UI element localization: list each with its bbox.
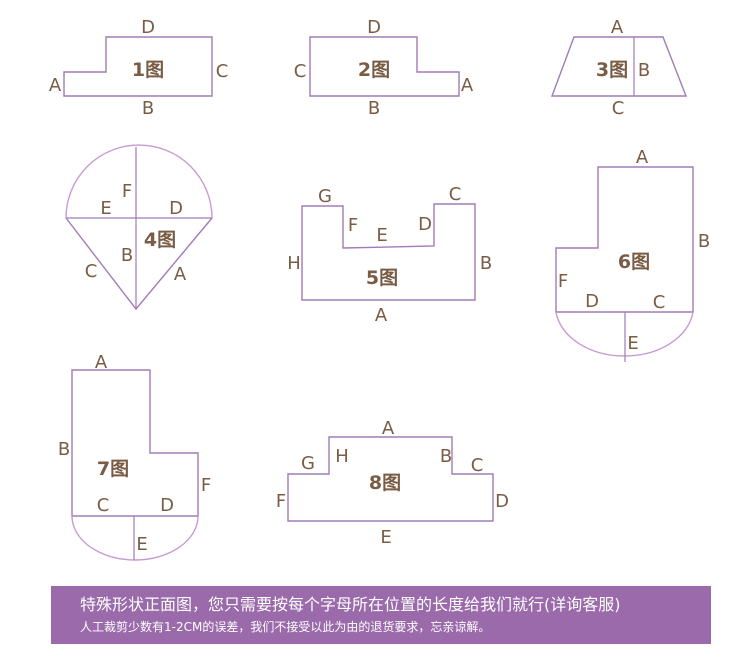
- figure-5-label-d: D: [418, 214, 432, 235]
- figure-7-label-e: E: [136, 534, 147, 555]
- figure-6: 6图 A B F D C E: [555, 147, 710, 362]
- figure-4-label-a: A: [174, 264, 187, 285]
- figure-3-title: 3图: [596, 59, 628, 81]
- figure-7-arc: [71, 515, 199, 561]
- figure-5-label-b: B: [480, 253, 492, 274]
- figure-5-label-c: C: [449, 184, 462, 205]
- figure-3-label-b: B: [638, 60, 650, 81]
- figure-8: 8图 A G H B C F D E: [276, 418, 509, 548]
- banner-disclaimer: 人工裁剪少数有1-2CM的误差，我们不接受以此为由的退货要求，忘亲谅解。: [80, 620, 491, 634]
- figure-7-label-d: D: [160, 495, 174, 516]
- figure-4-title: 4图: [144, 229, 176, 251]
- figure-8-label-h: H: [335, 446, 349, 467]
- figure-1: 1图 D A C B: [49, 17, 228, 119]
- figure-5-label-f: F: [348, 215, 358, 236]
- figure-7-label-f: F: [201, 475, 211, 496]
- figure-6-label-b: B: [698, 231, 710, 252]
- figure-7-label-b: B: [58, 439, 70, 460]
- figure-5-outline: [301, 203, 476, 301]
- figure-8-label-c: C: [471, 455, 484, 476]
- figure-2-outline: [309, 36, 460, 97]
- figure-7-outline: [71, 369, 199, 517]
- figure-5-label-h: H: [287, 253, 301, 274]
- figure-2: 2图 D C A B: [294, 17, 474, 119]
- figure-8-title: 8图: [369, 472, 401, 494]
- figure-8-outline: [287, 436, 494, 522]
- figure-3-label-c: C: [612, 98, 625, 119]
- figure-1-label-a: A: [49, 75, 62, 96]
- figure-6-title: 6图: [618, 251, 650, 273]
- figure-8-label-e: E: [380, 527, 391, 548]
- figure-5-label-e: E: [376, 225, 387, 246]
- figure-4-label-b: B: [121, 245, 133, 266]
- info-banner: 特殊形状正面图，您只需要按每个字母所在位置的长度给我们就行(详询客服) 人工裁剪…: [51, 586, 711, 644]
- figure-8-label-f: F: [276, 491, 286, 512]
- figure-8-label-a: A: [382, 418, 395, 439]
- banner-instruction: 特殊形状正面图，您只需要按每个字母所在位置的长度给我们就行(详询客服): [80, 595, 621, 614]
- figure-7-label-a: A: [95, 352, 108, 373]
- figure-2-label-a: A: [461, 75, 474, 96]
- figure-6-label-d: D: [585, 291, 599, 312]
- figure-1-label-d: D: [141, 17, 155, 38]
- figure-8-label-b: B: [440, 446, 452, 467]
- figure-7: 7图 A B F C D E: [58, 352, 211, 561]
- figure-6-label-c: C: [653, 292, 666, 313]
- figure-1-label-b: B: [142, 98, 154, 119]
- figure-7-title: 7图: [97, 458, 129, 480]
- figure-2-title: 2图: [358, 59, 390, 81]
- figure-7-label-c: C: [97, 495, 110, 516]
- figure-6-label-a: A: [636, 147, 649, 168]
- figure-4-label-d: D: [169, 198, 183, 219]
- figure-2-label-b: B: [368, 98, 380, 119]
- figure-2-label-d: D: [367, 17, 381, 38]
- figure-4: 4图 F E D B C A: [65, 144, 213, 311]
- figure-1-outline: [63, 36, 213, 97]
- figure-1-label-c: C: [216, 61, 229, 82]
- figure-2-label-c: C: [294, 61, 307, 82]
- figure-6-label-e: E: [627, 333, 638, 354]
- figure-3-label-a: A: [611, 17, 624, 38]
- figure-5: 5图 G F E D C H B A: [287, 184, 492, 326]
- figure-4-label-c: C: [85, 261, 98, 282]
- figure-3: 3图 A B C: [550, 17, 688, 119]
- figure-4-arc: [65, 144, 213, 219]
- figure-6-label-f: F: [558, 271, 568, 292]
- figure-4-label-e: E: [100, 198, 111, 219]
- figure-3-outline: [550, 36, 688, 97]
- figure-5-label-a: A: [375, 305, 388, 326]
- figure-4-label-f: F: [122, 181, 132, 202]
- figure-5-title: 5图: [366, 267, 398, 289]
- figure-6-outline: [555, 166, 694, 313]
- figure-1-title: 1图: [132, 59, 164, 81]
- figure-8-label-d: D: [495, 491, 509, 512]
- figure-8-label-g: G: [301, 453, 315, 474]
- figure-5-label-g: G: [318, 186, 332, 207]
